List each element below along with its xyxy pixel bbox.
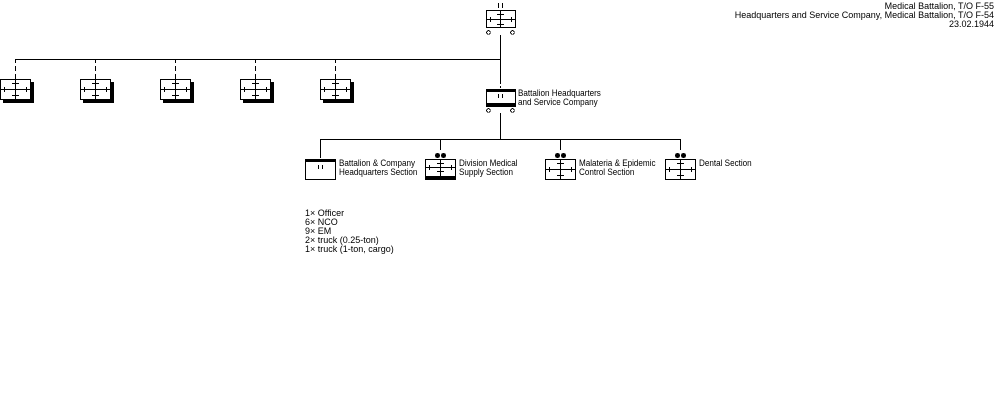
chart-header: Medical Battalion, T/O F-55 Headquarters… — [735, 2, 994, 29]
personnel-item: 6× NCO — [305, 217, 338, 227]
hq-company-label: Battalion Headquarters and Service Compa… — [518, 89, 601, 107]
section-label-hq: Battalion & Company Headquarters Section — [339, 159, 417, 177]
personnel-list: 1× Officer 6× NCO 9× EM 2× truck (0.25-t… — [305, 209, 394, 254]
personnel-item: 1× truck (1-ton, cargo) — [305, 244, 394, 254]
section-icon-2[interactable] — [545, 153, 576, 181]
medical-company-icon[interactable] — [160, 59, 194, 103]
section-icon-1[interactable] — [425, 153, 456, 181]
echelon-dot — [561, 153, 566, 158]
section-icon-3[interactable] — [665, 153, 696, 181]
section-label-dental: Dental Section — [699, 159, 752, 168]
supply-bar — [425, 176, 456, 180]
hq-company-icon[interactable] — [486, 89, 516, 113]
echelon-dot — [675, 153, 680, 158]
hq-company-label-line1: Battalion Headquarters — [518, 88, 601, 98]
medical-company-icon[interactable] — [80, 59, 114, 103]
section-label-line2: Headquarters Section — [339, 167, 418, 177]
hq-section-icon[interactable] — [305, 159, 336, 180]
section-label-line1: Division Medical — [459, 158, 518, 168]
medical-company-icon[interactable] — [240, 59, 274, 103]
echelon-dot — [441, 153, 446, 158]
personnel-item: 9× EM — [305, 226, 332, 236]
header-title: Medical Battalion, T/O F-55 — [884, 1, 994, 11]
section-label-line2: Control Section — [579, 167, 635, 177]
personnel-item: 1× Officer — [305, 208, 345, 218]
header-date: 23.02.1944 — [948, 19, 994, 29]
section-label-line1: Malateria & Epidemic — [579, 158, 656, 168]
medical-company-icon[interactable] — [320, 59, 354, 103]
section-label-malaria: Malateria & Epidemic Control Section — [579, 159, 656, 177]
echelon-dot — [435, 153, 440, 158]
echelon-dot — [555, 153, 560, 158]
section-label-line1: Dental Section — [699, 158, 752, 168]
section-label-line2: Supply Section — [459, 167, 514, 177]
section-label-supply: Division Medical Supply Section — [459, 159, 518, 177]
echelon-dot — [681, 153, 686, 158]
medical-battalion-motorized-icon[interactable] — [486, 3, 516, 35]
header-subtitle: Headquarters and Service Company, Medica… — [734, 10, 994, 20]
medical-company-icon[interactable] — [0, 59, 34, 103]
section-label-line1: Battalion & Company — [339, 158, 416, 168]
personnel-item: 2× truck (0.25-ton) — [305, 235, 379, 245]
hq-company-label-line2: and Service Company — [518, 97, 598, 107]
